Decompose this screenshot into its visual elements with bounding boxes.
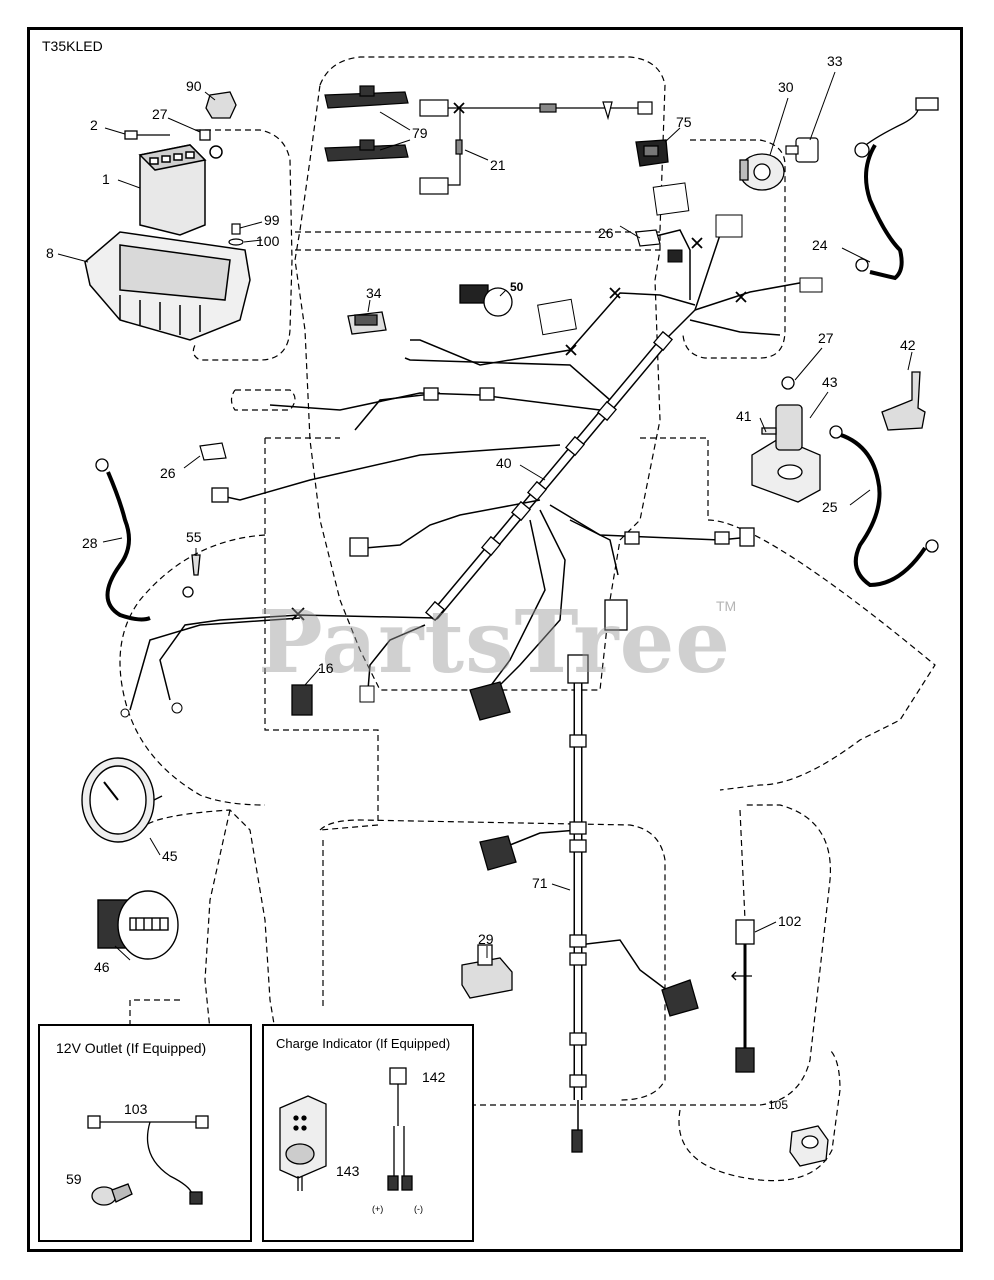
part-label-79: 79	[412, 125, 428, 141]
part-label-29: 29	[478, 931, 494, 947]
part-label-59: 59	[66, 1171, 82, 1187]
battery-icon	[138, 144, 223, 236]
part-label-43: 43	[822, 374, 838, 390]
part-label-45: 45	[162, 848, 178, 864]
light-bracket-icon	[324, 85, 409, 162]
screw-washer-icon	[228, 223, 244, 246]
key-icon	[785, 137, 819, 163]
part-label-30: 30	[778, 79, 794, 95]
part-label-42: 42	[900, 337, 916, 353]
hour-meter-icon	[97, 890, 179, 960]
part-label-21: 21	[490, 157, 506, 173]
part-label-46: 46	[94, 959, 110, 975]
ground-cable-icon	[854, 97, 939, 281]
relay-icon	[291, 684, 313, 716]
part-label-27: 27	[152, 106, 168, 122]
inset-charge-title: Charge Indicator (If Equipped)	[276, 1036, 451, 1051]
connector-block-icon	[799, 277, 823, 293]
battery-bolt-icon	[124, 129, 211, 141]
harness-clamp-icon	[211, 330, 755, 631]
part-label-103: 103	[124, 1101, 148, 1117]
part-label-2: 2	[90, 117, 98, 133]
part-label-142: 142	[422, 1069, 446, 1085]
part-label-143: 143	[336, 1163, 360, 1179]
battery-cable-icon	[829, 425, 939, 588]
part-label-41: 41	[736, 408, 752, 424]
screw-icon	[191, 554, 201, 576]
minus-terminal-label: (-)	[414, 1204, 423, 1214]
light-harness-icon	[419, 99, 653, 195]
interlock-connector-icon	[661, 979, 699, 1017]
dashed-region-outlines	[119, 56, 936, 1182]
watermark: PartsTree	[258, 592, 732, 693]
part-label-24: 24	[812, 237, 828, 253]
diagram-frame	[27, 27, 963, 1252]
ring-terminal-icon	[120, 708, 130, 718]
plus-terminal-label: (+)	[372, 1204, 384, 1214]
part-label-8: 8	[46, 245, 54, 261]
part-label-50: 50	[510, 280, 524, 294]
connector-icon	[359, 685, 375, 703]
fuel-solenoid-icon	[789, 1125, 829, 1167]
main-wiring-harness-icon	[129, 229, 806, 711]
inset-charge-indicator: Charge Indicator (If Equipped) 142 143 (…	[262, 1024, 474, 1242]
outlet-harness-icon	[87, 1115, 209, 1206]
part-label-75: 75	[676, 114, 692, 130]
part-label-40: 40	[496, 455, 512, 471]
part-label-100: 100	[256, 233, 280, 249]
rocker-switch-icon	[347, 311, 387, 335]
part-label-25: 25	[822, 499, 838, 515]
part-label-102: 102	[778, 913, 802, 929]
part-label-27: 27	[818, 330, 834, 346]
terminal-boot-icon	[881, 371, 926, 431]
pto-clutch-connector-icon	[479, 835, 517, 871]
fuel-solenoid-wire-icon	[731, 919, 755, 1073]
part-label-33: 33	[827, 53, 843, 69]
inset-12v-outlet: 12V Outlet (If Equipped) 103 59	[38, 1024, 252, 1242]
relay-connector-icon	[667, 249, 683, 263]
part-label-16: 16	[318, 660, 334, 676]
decal-icon	[537, 298, 577, 336]
brake-switch-icon	[461, 944, 513, 999]
connector-block-icon	[715, 214, 743, 238]
part-label-55: 55	[186, 529, 202, 545]
harness-splice-icon	[291, 102, 747, 621]
part-label-105: 105	[768, 1098, 789, 1112]
model-code: T35KLED	[42, 38, 103, 54]
starter-solenoid-icon	[751, 376, 821, 503]
ground-wire-icon	[95, 458, 194, 622]
ring-terminal-icon	[171, 702, 183, 714]
part-label-26: 26	[598, 225, 614, 241]
part-label-26: 26	[160, 465, 176, 481]
watermark-trademark: TM	[716, 598, 737, 614]
charge-indicator-icon	[279, 1067, 413, 1191]
light-switch-icon	[635, 139, 669, 167]
ignition-switch-icon	[739, 153, 785, 191]
part-label-1: 1	[102, 171, 110, 187]
part-label-34: 34	[366, 285, 382, 301]
seat-switch-icon	[469, 681, 511, 721]
pto-switch-icon	[459, 284, 513, 317]
harness-clamp-icon	[567, 654, 589, 1153]
part-label-99: 99	[264, 212, 280, 228]
part-label-90: 90	[186, 78, 202, 94]
inset-12v-title: 12V Outlet (If Equipped)	[56, 1040, 207, 1056]
part-label-28: 28	[82, 535, 98, 551]
battery-tray-icon	[84, 231, 251, 341]
decal-icon	[652, 182, 690, 216]
fuse-icon	[199, 229, 661, 461]
hour-meter-gauge-icon	[81, 757, 163, 843]
part-label-71: 71	[532, 875, 548, 891]
